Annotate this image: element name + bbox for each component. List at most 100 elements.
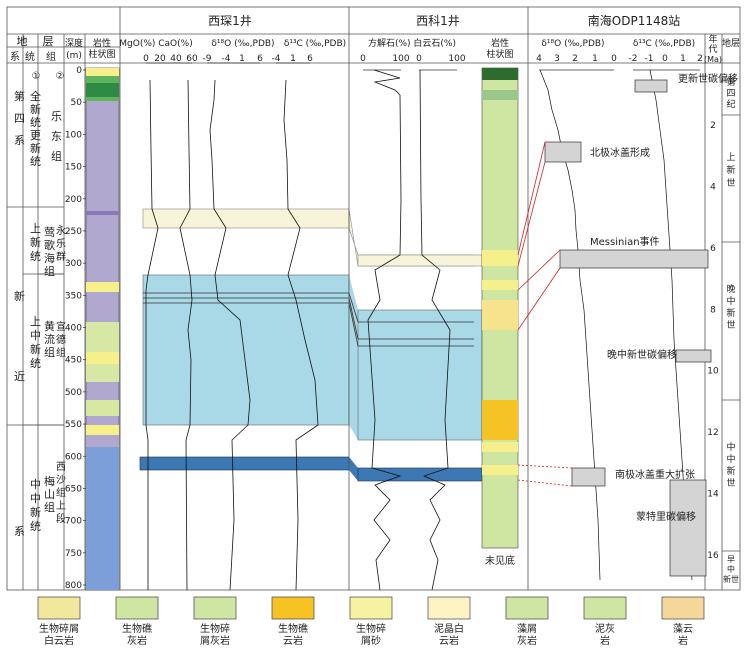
age-tick-label: 4 [710, 182, 716, 192]
header-d13c: δ¹³C (‰,PDB) [284, 39, 346, 49]
curves-xike1 [367, 69, 451, 591]
header-d18o: δ¹⁸O (‰,PDB) [211, 39, 274, 49]
depth-tick-label: 500 [65, 388, 82, 398]
tick-d13c-6: 6 [307, 54, 313, 64]
legend-label: 灰岩 [517, 634, 537, 647]
legend-label: 泥晶白 [434, 622, 464, 635]
legend-label: 生物碎 [200, 622, 230, 635]
header-depth-unit: (m) [66, 51, 82, 61]
tick-d13c-m4: -4 [272, 54, 281, 64]
age-tick-label: 8 [710, 305, 716, 315]
tick-calcite-100: 100 [392, 54, 409, 64]
tick-dolomite-0: 0 [416, 54, 422, 64]
tick-odp-d18o-4: 4 [536, 54, 542, 64]
tick-d18o-6: 6 [257, 54, 263, 64]
tick-dolomite-100: 100 [448, 54, 465, 64]
legend-swatch [583, 596, 627, 620]
box-messinian [559, 249, 709, 269]
depth-tick-label: 350 [65, 291, 82, 301]
depth-axis: 0501001502002503003504004505005506006507… [65, 66, 86, 591]
header-xike-lith2: 柱状图 [486, 48, 513, 60]
subgroup-xisha: 西沙组上段 [56, 462, 66, 525]
box-pleistocene [634, 79, 668, 93]
tick-odp-d13c-0: 0 [662, 54, 668, 64]
box-monterey [669, 479, 707, 577]
header-lith2: 柱状图 [88, 48, 115, 60]
tick-odp-d13c-1: 1 [680, 54, 686, 64]
header-mgo-cao: MgO(%) CaO(%) [119, 39, 192, 49]
system-quaternary: 第四系 [14, 89, 25, 147]
curves-xichen1 [145, 79, 319, 591]
epoch-middle-miocene: 中中新世 [726, 441, 735, 489]
annotation-pleistocene-shift: 更新世碳偏移 [678, 72, 738, 85]
depth-tick-label: 450 [65, 356, 82, 366]
legend-swatch [349, 596, 393, 620]
age-tick-label: 14 [707, 490, 719, 500]
legend-label: 云岩 [439, 634, 459, 647]
header-strat-right: 地层 [722, 37, 740, 49]
correlation-bands [139, 208, 483, 482]
annotation-monterey: 蒙特里碳偏移 [636, 510, 696, 523]
band-blue-xichen [142, 274, 350, 426]
band-dark-link [349, 457, 358, 481]
box-antarctic [571, 467, 606, 487]
annotation-antarctic: 南极冰盖重大扩张 [615, 468, 695, 481]
legend-label: 泥灰 [595, 622, 615, 635]
header-series: 统 [25, 50, 35, 63]
age-tick-label: 10 [707, 367, 719, 377]
depth-tick-label: 700 [65, 517, 82, 527]
legend-swatch [661, 596, 705, 620]
header-group: 组 [46, 50, 56, 63]
band-light-xike [357, 254, 483, 267]
axis-tick-labels: 0 20 40 60 -9 -4 1 6 -4 1 6 0 100 0 100 … [143, 54, 703, 64]
legend-swatch [271, 596, 315, 620]
tick-d13c-1: 1 [290, 54, 296, 64]
header-odp-d18o: δ¹⁸O (‰,PDB) [541, 39, 604, 49]
tick-d18o-1: 1 [239, 54, 245, 64]
lithology-column-xichen1 [85, 67, 120, 591]
lithology-legend: 生物碎屑白云岩生物礁灰岩生物碎屑灰岩生物礁云岩生物碎屑砂泥晶白云岩藻屑灰岩泥灰岩… [37, 596, 705, 647]
tick-calcite-0: 0 [360, 54, 366, 64]
title-odp: 南海ODP1148站 [588, 13, 680, 28]
legend-label: 藻屑 [517, 622, 537, 635]
band-dark-xichen [139, 456, 350, 471]
depth-tick-label: 0 [76, 66, 82, 76]
tick-odp-d18o-0: 0 [611, 54, 617, 64]
legend-swatch [505, 596, 549, 620]
depth-tick-label: 250 [65, 227, 82, 237]
tick-mgo-20: 20 [154, 54, 166, 64]
annotation-messinian: Messinian事件 [590, 235, 660, 248]
box-arctic [544, 141, 582, 163]
tick-odp-d18o-1: 1 [592, 54, 598, 64]
box-late-miocene [675, 349, 712, 363]
header-strat: 地 [17, 35, 28, 48]
tick-odp-d13c-m1: -1 [645, 54, 654, 64]
header-xike-lith1: 岩性 [491, 37, 509, 49]
annotation-arctic: 北极冰盖形成 [590, 146, 650, 159]
depth-tick-label: 750 [65, 549, 82, 559]
header-lith1: 岩性 [93, 37, 111, 49]
axis-lines [146, 62, 700, 71]
tick-mgo-0: 0 [143, 54, 149, 64]
depth-tick-label: 300 [65, 259, 82, 269]
legend-swatch [37, 596, 81, 620]
tick-odp-d18o-3: 3 [554, 54, 560, 64]
series-pliocene: 上新统 [30, 222, 41, 263]
age-tick-label: 12 [707, 428, 718, 438]
depth-tick-label: 600 [65, 452, 82, 462]
depth-tick-label: 550 [65, 420, 82, 430]
header-system: 系 [10, 51, 20, 63]
depth-tick-label: 100 [65, 130, 82, 140]
legend-label: 岩 [600, 634, 610, 647]
subgroup-xuande: 宣德组 [56, 320, 66, 359]
tick-odp-d13c-m2: -2 [629, 54, 638, 64]
tick-d18o-m9: -9 [203, 54, 212, 64]
group-yinggehai: 莺歌海组 [44, 226, 55, 278]
legend-label: 生物碎 [356, 622, 386, 635]
annotation-late-miocene-shift: 晚中新世碳偏移 [607, 348, 677, 361]
legend-label: 屑砂 [361, 634, 381, 647]
group-ledong: 乐东组 [51, 110, 62, 163]
age-tick-label: 6 [710, 244, 716, 254]
red-correlation-lines [517, 141, 573, 487]
